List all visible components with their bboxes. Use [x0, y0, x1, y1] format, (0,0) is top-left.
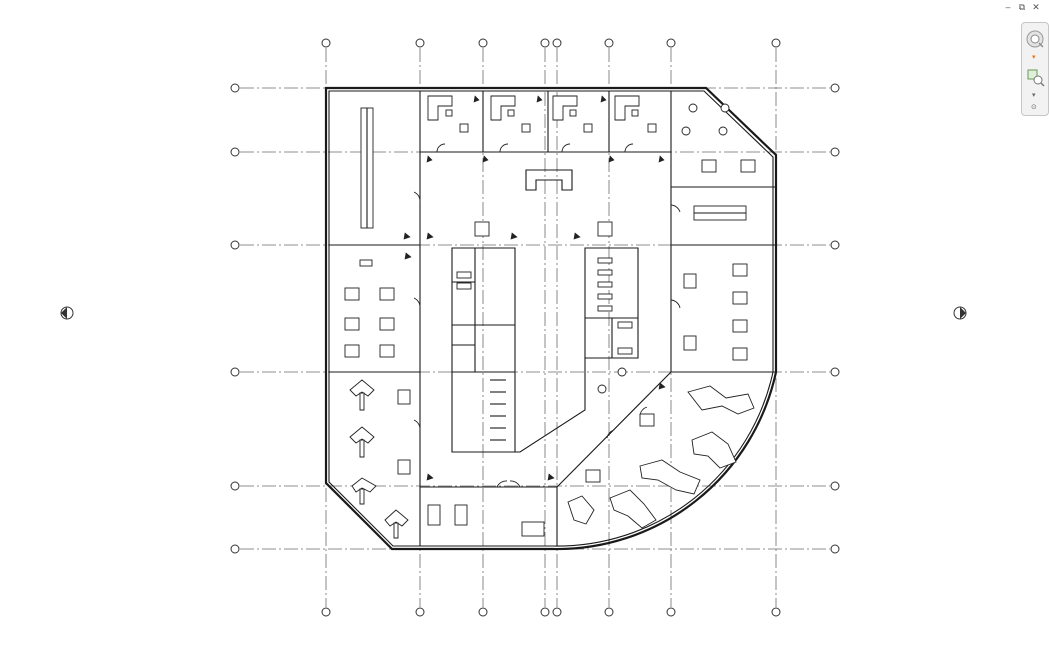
grid-bubble[interactable]	[830, 83, 840, 93]
door-swing	[624, 143, 634, 153]
elevation-marker-east[interactable]	[953, 306, 967, 320]
door-swing	[670, 204, 681, 213]
elevation-marker-west[interactable]	[60, 306, 74, 320]
grid-bubble[interactable]	[230, 147, 240, 157]
grid-bubble[interactable]	[478, 607, 488, 617]
grid-bubble[interactable]	[230, 83, 240, 93]
grid-bubble[interactable]	[552, 607, 562, 617]
grid-bubble[interactable]	[830, 544, 840, 554]
grid-bubble[interactable]	[230, 481, 240, 491]
window-controls: ‒ ⧉ ✕	[1003, 2, 1041, 13]
grid-bubble[interactable]	[478, 38, 488, 48]
door-swing	[670, 299, 681, 309]
navigation-bar: ▾ ▾ ⊙	[1021, 22, 1049, 116]
grid-bubble[interactable]	[830, 481, 840, 491]
table-grid-west	[344, 259, 395, 358]
grid-bubble[interactable]	[666, 607, 676, 617]
lobby-chairs	[474, 221, 627, 394]
door-swing	[413, 191, 421, 203]
minimize-button[interactable]: ‒	[1005, 2, 1011, 13]
grid-bubble[interactable]	[604, 38, 614, 48]
conference-table-long	[360, 107, 374, 229]
grid-bubble[interactable]	[604, 607, 614, 617]
workstations-se	[567, 385, 755, 529]
door-swing	[561, 143, 571, 153]
door-swing	[413, 419, 421, 431]
grid-bubble[interactable]	[321, 38, 331, 48]
nav-expand-icon[interactable]: ▾	[1032, 91, 1036, 99]
nav-options-icon[interactable]: ⊙	[1031, 103, 1037, 111]
conference-table-east	[693, 205, 747, 221]
grid-bubble[interactable]	[230, 544, 240, 554]
grid-bubble[interactable]	[415, 38, 425, 48]
grid-bubble[interactable]	[830, 367, 840, 377]
grid-bubble[interactable]	[666, 38, 676, 48]
door-swing	[436, 143, 446, 153]
grid-bubble[interactable]	[552, 38, 562, 48]
fixture-markers	[403, 95, 666, 481]
grid-bubble[interactable]	[771, 38, 781, 48]
grid-bubble[interactable]	[830, 240, 840, 250]
table-grid-east	[683, 263, 748, 361]
office-furniture	[427, 95, 657, 133]
interior-walls	[329, 91, 776, 546]
exterior-walls	[324, 86, 778, 551]
door-swing	[606, 429, 615, 439]
restore-button[interactable]: ⧉	[1018, 2, 1026, 13]
grid-bubble[interactable]	[321, 607, 331, 617]
south-room-furniture	[427, 504, 545, 537]
grid-bubble[interactable]	[230, 367, 240, 377]
grid-bubbles	[60, 38, 967, 617]
grid-bubble[interactable]	[415, 607, 425, 617]
grid-bubble[interactable]	[540, 607, 550, 617]
door-swing	[509, 480, 521, 488]
zoom-region-icon[interactable]	[1025, 67, 1045, 87]
steering-wheel-icon[interactable]	[1025, 29, 1045, 49]
grid-bubble[interactable]	[540, 38, 550, 48]
door-swing	[496, 480, 508, 488]
lounge-seating-ne	[681, 103, 756, 173]
door-swing	[413, 297, 421, 309]
door-swing	[499, 143, 509, 153]
close-button[interactable]: ✕	[1032, 2, 1040, 13]
restroom-fixtures	[456, 257, 633, 441]
grid-bubble[interactable]	[830, 147, 840, 157]
doors	[413, 143, 681, 488]
workstations-sw	[349, 379, 411, 539]
grid-bubble[interactable]	[230, 240, 240, 250]
nav-expand-icon[interactable]: ▾	[1032, 53, 1036, 61]
grid-bubble[interactable]	[771, 607, 781, 617]
